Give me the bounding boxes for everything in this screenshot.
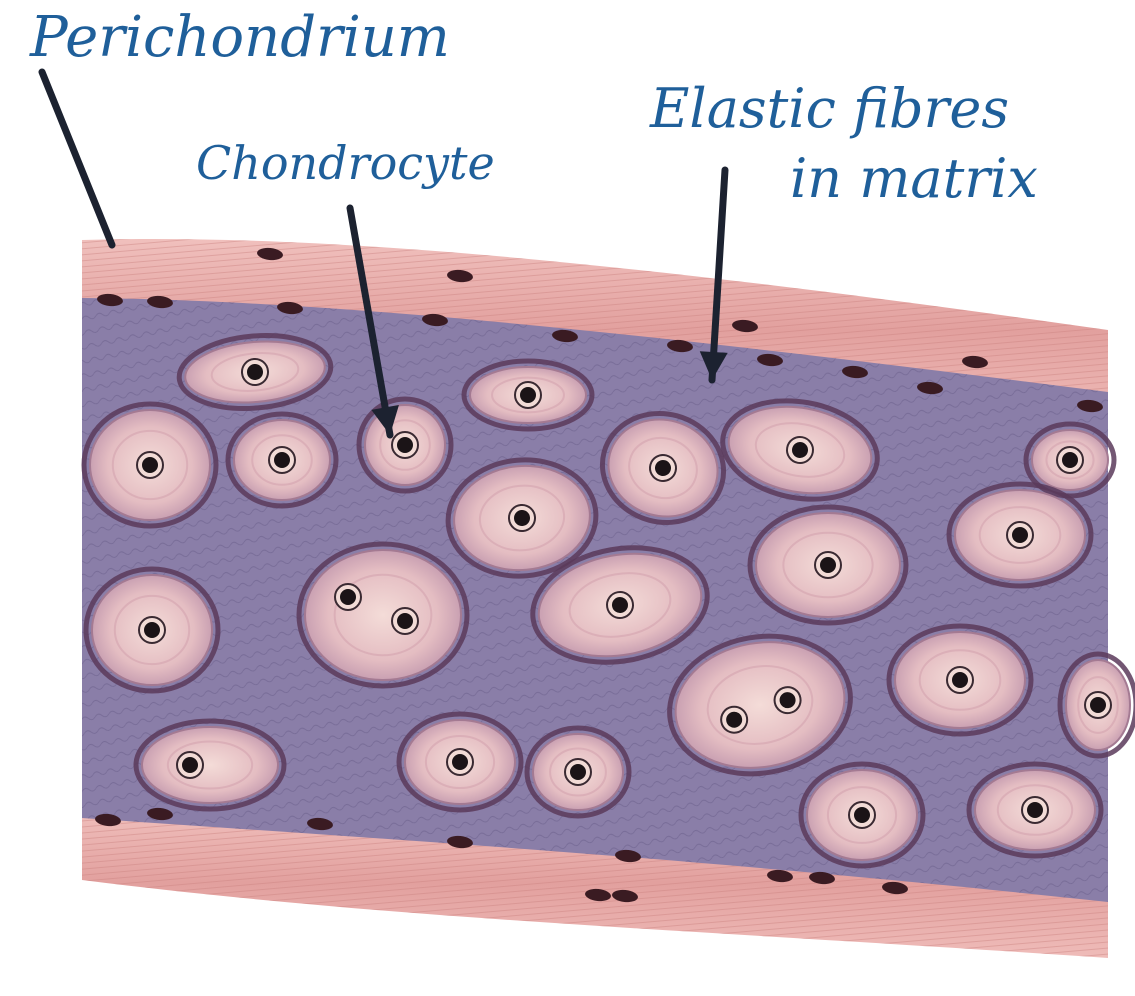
nucleus <box>142 457 158 473</box>
chondrocyte <box>527 728 629 816</box>
nucleus <box>520 387 536 403</box>
nucleus <box>1012 527 1028 543</box>
nucleus <box>1090 697 1106 713</box>
nucleus <box>182 757 198 773</box>
perichondrium-pointer <box>42 72 112 245</box>
chondrocyte <box>949 484 1091 586</box>
nucleus <box>340 589 356 605</box>
chondrocyte <box>801 764 923 866</box>
chondrocyte <box>889 626 1031 734</box>
chondrocyte <box>86 569 218 691</box>
chondrocyte <box>359 399 451 491</box>
chondrocyte <box>136 721 284 809</box>
chondrocyte <box>399 714 521 810</box>
chondrocyte <box>464 361 592 429</box>
nucleus <box>397 613 413 629</box>
lacuna <box>305 550 461 680</box>
nucleus <box>1062 452 1078 468</box>
chondrocyte <box>1060 654 1135 756</box>
nucleus <box>820 557 836 573</box>
nucleus <box>854 807 870 823</box>
chondrocyte <box>750 507 906 623</box>
nucleus <box>144 622 160 638</box>
lacuna <box>142 727 278 803</box>
chondrocyte <box>969 764 1101 856</box>
chondrocyte <box>228 414 336 506</box>
nucleus <box>952 672 968 688</box>
nucleus <box>397 437 413 453</box>
nucleus <box>452 754 468 770</box>
nucleus <box>570 764 586 780</box>
label-in-matrix: in matrix <box>790 152 1038 206</box>
label-perichondrium: Perichondrium <box>30 10 450 66</box>
chondrocyte <box>84 404 216 526</box>
nucleus <box>1027 802 1043 818</box>
nucleus <box>274 452 290 468</box>
label-elastic-fibres: Elastic fibres <box>650 82 1009 136</box>
chondrocyte <box>299 544 467 686</box>
label-chondrocyte: Chondrocyte <box>196 140 495 186</box>
